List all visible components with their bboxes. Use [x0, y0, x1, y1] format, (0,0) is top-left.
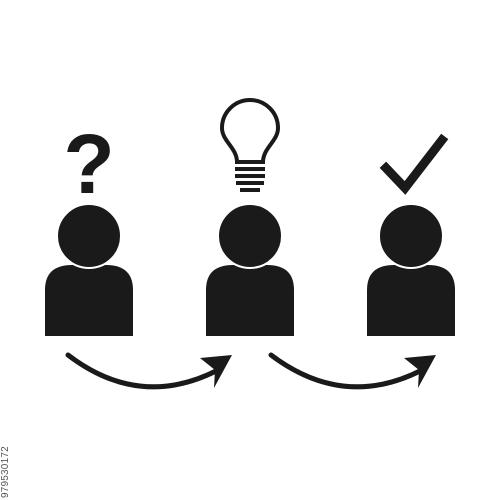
arrow-head-icon: [200, 355, 232, 388]
stage-question: ?: [45, 117, 133, 336]
person-icon: [45, 203, 133, 336]
light-bulb-icon: [219, 98, 281, 192]
arrow-head-icon: [404, 355, 436, 388]
arrow-1-to-2: [65, 352, 232, 390]
curved-arrow-icon: [268, 352, 425, 390]
person-icon: [367, 203, 455, 336]
question-mark-icon: ?: [63, 117, 114, 211]
person-icon: [206, 203, 294, 336]
arrow-2-to-3: [268, 352, 436, 390]
stock-id-label: 979530172: [0, 446, 11, 498]
checkmark-icon: [379, 133, 449, 195]
curved-arrow-icon: [65, 352, 221, 390]
stage-solved: [367, 133, 455, 336]
stage-idea: [206, 98, 294, 336]
